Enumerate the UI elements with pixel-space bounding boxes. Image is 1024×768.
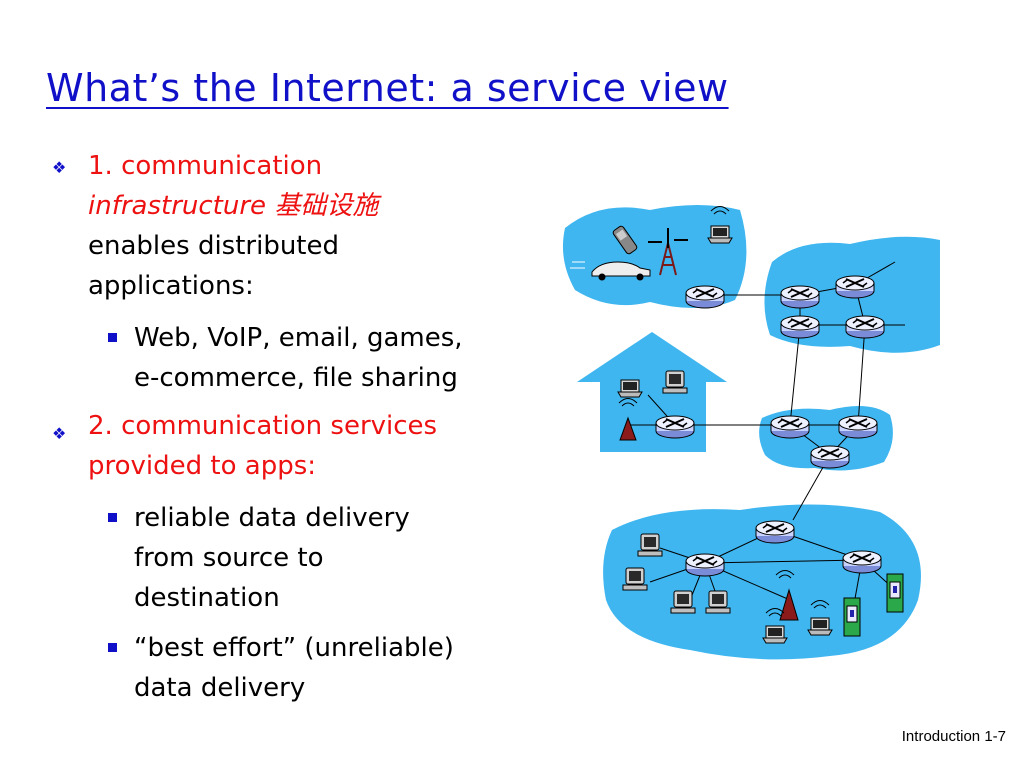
router-icon xyxy=(780,315,820,339)
desktop-pc-icon xyxy=(622,567,648,591)
sub-bullet-2-line2: from source to xyxy=(134,543,324,573)
laptop-icon xyxy=(807,617,833,636)
slide-title: What’s the Internet: a service view xyxy=(46,66,729,110)
router-icon xyxy=(685,553,725,577)
slide-footer: Introduction 1-7 xyxy=(901,728,1006,745)
server-icon xyxy=(886,573,904,613)
sub-bullet-3: “best effort” (unreliable) data delivery xyxy=(134,628,454,708)
wireless-ap-icon xyxy=(619,416,637,441)
wireless-ap-icon xyxy=(779,588,799,621)
bullet-2-marker-icon: ❖ xyxy=(52,424,67,443)
router-icon xyxy=(810,445,850,469)
bullet-2-line1: 2. communication services xyxy=(88,411,438,441)
desktop-pc-icon xyxy=(662,370,688,394)
cellphone-icon xyxy=(612,225,638,255)
mobile-network-cloud xyxy=(562,205,747,309)
bullet-2: 2. communication services provided to ap… xyxy=(88,406,437,486)
bullet-1-line2: infrastructure 基础设施 xyxy=(88,186,378,226)
sub-bullet-2-line1: reliable data delivery xyxy=(134,503,410,533)
desktop-pc-icon xyxy=(705,590,731,614)
server-icon xyxy=(843,597,861,637)
router-icon xyxy=(780,285,820,309)
bullet-1-italic-term: infrastructure xyxy=(88,191,267,221)
laptop-icon xyxy=(762,625,788,644)
router-icon xyxy=(685,285,725,309)
router-icon xyxy=(835,275,875,299)
sub-bullet-3-marker-icon xyxy=(108,643,117,652)
sub-bullet-1: Web, VoIP, email, games, e-commerce, fil… xyxy=(134,318,463,398)
laptop-icon xyxy=(707,225,733,244)
desktop-pc-icon xyxy=(637,533,663,557)
sub-bullet-3-line1: “best effort” (unreliable) xyxy=(134,633,454,663)
network-diagram xyxy=(562,205,940,660)
bullet-1-cjk-term: 基础设施 xyxy=(274,191,379,221)
sub-bullet-2-marker-icon xyxy=(108,513,117,522)
sub-bullet-1-marker-icon xyxy=(108,333,117,342)
router-icon xyxy=(755,520,795,544)
router-icon xyxy=(655,415,695,439)
enterprise-network-cloud xyxy=(603,504,921,660)
home-network-house xyxy=(577,332,727,452)
router-icon xyxy=(842,550,882,574)
bullet-2-line2: provided to apps: xyxy=(88,451,317,481)
laptop-icon xyxy=(617,379,643,398)
bullet-1-line4: applications: xyxy=(88,271,254,301)
sub-bullet-2: reliable data delivery from source to de… xyxy=(134,498,410,618)
bullet-1-line1: 1. communication xyxy=(88,151,323,181)
bullet-1-marker-icon: ❖ xyxy=(52,158,67,177)
satellite-dish-icon xyxy=(648,228,688,248)
sub-bullet-3-line2: data delivery xyxy=(134,673,306,703)
car-icon xyxy=(570,261,651,281)
sub-bullet-1-line2: e-commerce, file sharing xyxy=(134,363,458,393)
bullet-1: 1. communication infrastructure 基础设施 ena… xyxy=(88,146,378,306)
router-icon xyxy=(838,415,878,439)
sub-bullet-1-line1: Web, VoIP, email, games, xyxy=(134,323,463,353)
bullet-1-line3: enables distributed xyxy=(88,231,339,261)
router-icon xyxy=(770,415,810,439)
router-icon xyxy=(845,315,885,339)
desktop-pc-icon xyxy=(670,590,696,614)
sub-bullet-2-line3: destination xyxy=(134,583,280,613)
